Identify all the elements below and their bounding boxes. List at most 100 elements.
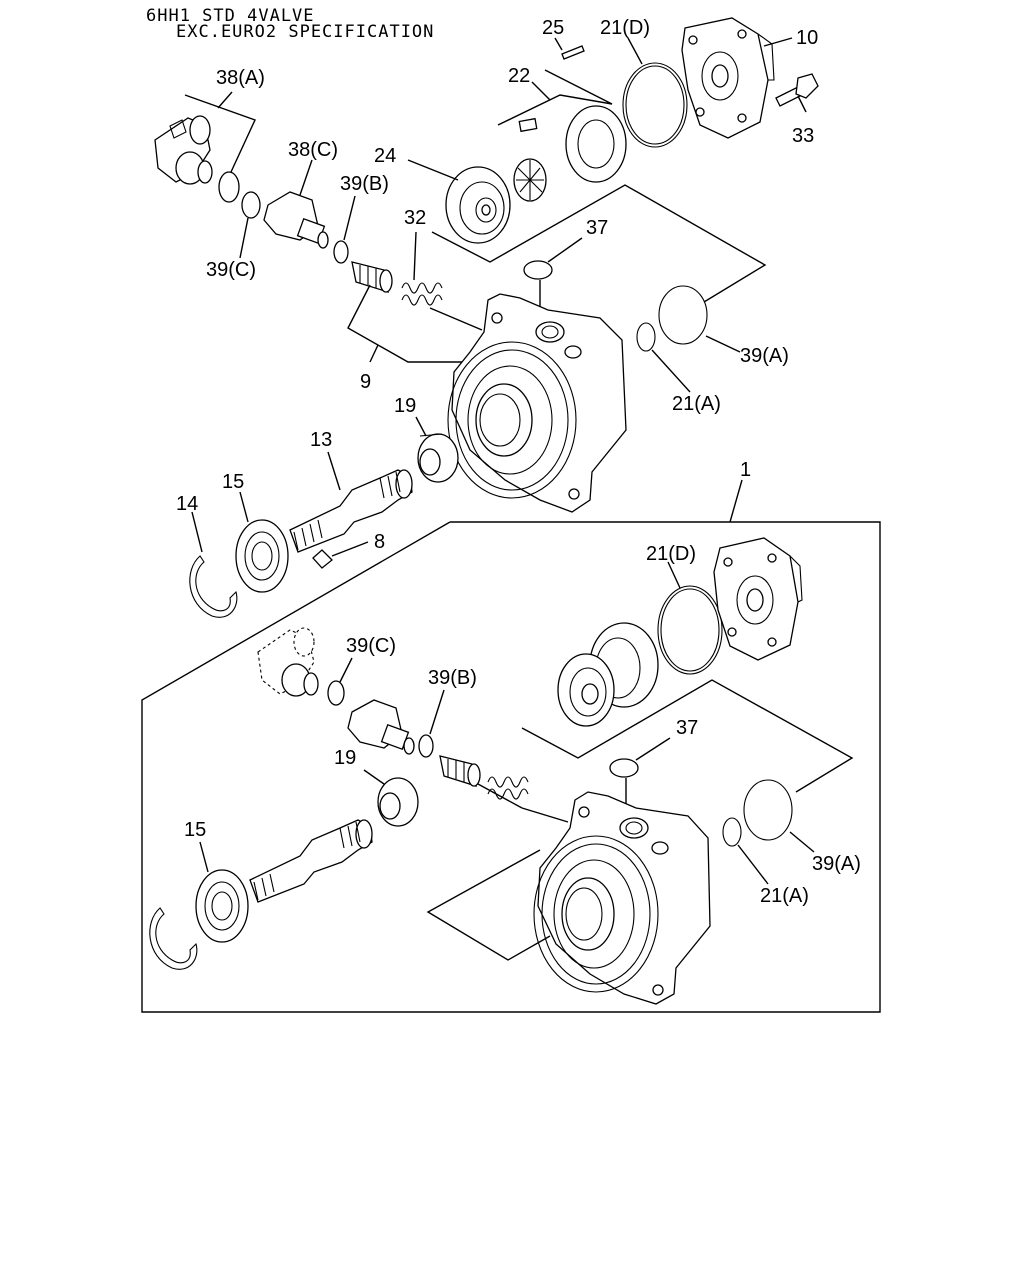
label-25: 25 <box>542 17 564 39</box>
label-8: 8 <box>374 531 385 553</box>
lower-snap-ring <box>149 907 198 970</box>
label-24: 24 <box>374 145 396 167</box>
oring-21a <box>636 322 656 352</box>
part-22-rotor-cam <box>513 105 627 202</box>
label-38c: 38(C) <box>288 139 338 161</box>
leader-33 <box>797 95 807 113</box>
oring-39b <box>333 240 349 264</box>
lower-shaft <box>249 819 373 903</box>
lower-connector <box>347 699 415 755</box>
leader-8 <box>331 541 369 557</box>
leader-10 <box>763 37 793 47</box>
lower-label-37: 37 <box>676 717 698 739</box>
lower-end-cover <box>713 537 803 661</box>
lower-leader-39c <box>339 657 353 683</box>
label-39a: 39(A) <box>740 345 789 367</box>
oring-21d <box>622 62 688 148</box>
line-25-to-22 <box>544 69 613 105</box>
leader-9 <box>369 344 379 363</box>
part-19-bushing <box>417 433 459 483</box>
label-21a: 21(A) <box>672 393 721 415</box>
label-32: 32 <box>404 207 426 229</box>
part-9-pump-housing <box>447 293 627 513</box>
lower-label-39b: 39(B) <box>428 667 477 689</box>
lower-label-15: 15 <box>184 819 206 841</box>
label-14: 14 <box>176 493 198 515</box>
part-15-bearing <box>235 519 289 593</box>
leader-39b <box>343 195 356 241</box>
assembly-1-outline <box>141 521 881 1013</box>
lower-cartridge-assembly <box>557 622 659 727</box>
oring-39a <box>658 285 708 345</box>
leader-32 <box>413 231 417 281</box>
lower-oring-21a <box>722 817 742 847</box>
leader-1 <box>729 479 743 523</box>
part-25-pin <box>561 45 585 60</box>
lower-bracket-cartridge <box>521 679 854 793</box>
leader-21d <box>627 37 643 65</box>
label-22: 22 <box>508 65 530 87</box>
leader-39a <box>705 335 741 353</box>
bracket-9 <box>347 284 475 363</box>
part-38c-connector <box>263 191 329 249</box>
part-13-shaft <box>289 469 413 553</box>
lower-line-spring-housing <box>477 783 523 809</box>
label-39c: 39(C) <box>206 259 256 281</box>
bracket-9-tail <box>429 307 483 331</box>
lower-leader-21d <box>667 561 681 589</box>
leader-21a <box>651 349 691 393</box>
lower-oring-21d <box>657 585 723 675</box>
leader-38c <box>299 159 313 196</box>
label-21d: 21(D) <box>600 17 650 39</box>
label-10: 10 <box>796 27 818 49</box>
part-valve-spool <box>351 261 393 293</box>
part-37-plug <box>523 260 553 280</box>
label-38a: 38(A) <box>216 67 265 89</box>
lower-oring-39b <box>418 734 434 758</box>
lower-pump-housing <box>533 791 711 1005</box>
lower-oring-39a <box>743 779 793 841</box>
lower-bracket-housing <box>521 807 569 823</box>
lower-bracket-shaft <box>426 849 551 961</box>
leader-13 <box>327 451 341 491</box>
part-8-key <box>312 549 333 569</box>
lower-leader-39a <box>789 831 815 853</box>
oring-38a-washer <box>218 171 240 203</box>
lower-leader-21a <box>737 844 769 885</box>
lower-label-21d: 21(D) <box>646 543 696 565</box>
leader-39c <box>239 217 249 259</box>
lower-leader-39b <box>429 689 445 735</box>
header-line-1: 6HH1 STD 4VALVE <box>146 6 315 26</box>
header-line-2: EXC.EURO2 SPECIFICATION <box>176 22 435 42</box>
leader-22 <box>531 81 551 101</box>
bracket-38a <box>184 94 256 186</box>
part-33-bolt <box>775 73 819 107</box>
leader-38a <box>217 91 233 109</box>
bracket-22 <box>497 94 613 126</box>
label-9: 9 <box>360 371 371 393</box>
lower-leader-19 <box>363 769 385 785</box>
lower-label-19: 19 <box>334 747 356 769</box>
lower-leader-37 <box>635 737 671 761</box>
leader-37 <box>547 237 583 263</box>
label-37: 37 <box>586 217 608 239</box>
lower-spring <box>487 776 529 800</box>
part-24-seal-plate <box>445 166 511 244</box>
lower-part-15-bearing <box>195 869 249 943</box>
lower-label-39a: 39(A) <box>812 853 861 875</box>
lower-label-21a: 21(A) <box>760 885 809 907</box>
label-1: 1 <box>740 459 751 481</box>
label-33: 33 <box>792 125 814 147</box>
lower-part-37-plug <box>609 758 639 778</box>
lower-oring-39c <box>327 680 345 706</box>
label-13: 13 <box>310 429 332 451</box>
bracket-24-housing <box>431 184 767 303</box>
lower-label-39c: 39(C) <box>346 635 396 657</box>
leader-15 <box>239 491 249 523</box>
part-10-end-cover <box>681 17 775 139</box>
lower-leader-15 <box>199 841 209 873</box>
leader-19 <box>415 416 427 437</box>
leader-14 <box>191 511 203 553</box>
label-39b: 39(B) <box>340 173 389 195</box>
